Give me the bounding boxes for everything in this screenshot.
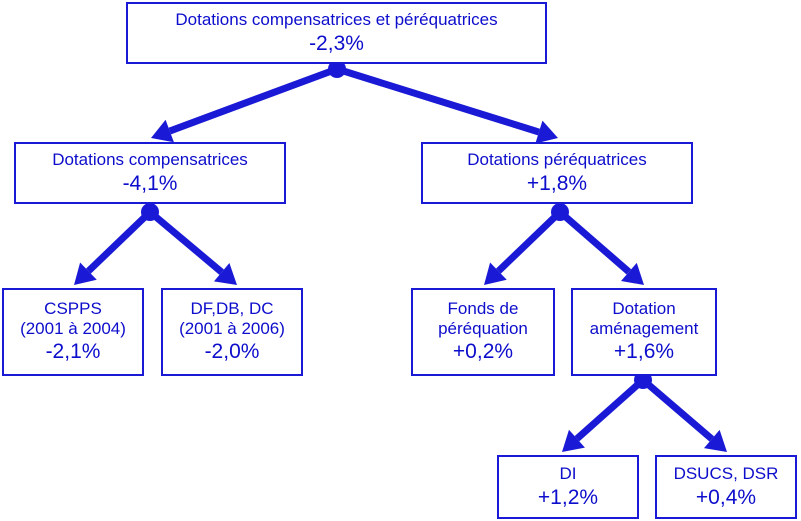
arrowhead-pereq-2 bbox=[621, 262, 644, 285]
connector-pereq-1 bbox=[495, 209, 563, 274]
node-pereq-label: Dotations péréquatrices bbox=[467, 150, 647, 170]
node-fonds-label: Fonds de bbox=[447, 299, 519, 319]
node-amen-label: Dotation bbox=[612, 299, 676, 319]
node-dfdb-period: (2001 à 2006) bbox=[179, 318, 285, 338]
node-comp-value: -4,1% bbox=[122, 171, 178, 195]
node-comp-label: Dotations compensatrices bbox=[52, 150, 248, 170]
node-cspps-label: CSPPS bbox=[44, 299, 102, 319]
node-dotations-compensatrices-et-perequatrices: Dotations compensatrices et péréquatrice… bbox=[126, 2, 547, 64]
node-df-db-dc: DF,DB, DC (2001 à 2006) -2,0% bbox=[161, 288, 303, 376]
arrowhead-amen-2 bbox=[704, 429, 727, 452]
arrowhead-comp-2 bbox=[213, 262, 237, 285]
node-pereq-value: +1,8% bbox=[526, 171, 588, 195]
branch-dot-root bbox=[328, 60, 346, 78]
connector-comp-1 bbox=[85, 209, 153, 274]
connector-pereq-2 bbox=[557, 209, 632, 275]
node-cspps-value: -2,1% bbox=[45, 340, 101, 364]
node-root-label: Dotations compensatrices et péréquatrice… bbox=[175, 10, 498, 30]
node-fonds-de-perequation: Fonds de péréquation +0,2% bbox=[411, 288, 555, 376]
node-dotations-perequatrices: Dotations péréquatrices +1,8% bbox=[421, 142, 693, 204]
arrowhead-root-1 bbox=[151, 119, 174, 143]
branch-dot-comp bbox=[141, 203, 159, 221]
connector-comp-2 bbox=[147, 209, 224, 275]
node-dsucs-value: +0,4% bbox=[695, 485, 757, 509]
arrowhead-amen-1 bbox=[562, 429, 585, 452]
node-cspps-period: (2001 à 2004) bbox=[20, 318, 126, 338]
node-di: DI +1,2% bbox=[497, 455, 639, 519]
node-dsucs-label: DSUCS, DSR bbox=[673, 464, 779, 484]
branch-dot-pereq bbox=[551, 203, 569, 221]
node-amen-value: +1,6% bbox=[613, 340, 675, 364]
node-dsucs-dsr: DSUCS, DSR +0,4% bbox=[655, 455, 797, 519]
node-dfdb-label: DF,DB, DC bbox=[190, 299, 274, 319]
node-cspps: CSPPS (2001 à 2004) -2,1% bbox=[2, 288, 144, 376]
arrowhead-root-2 bbox=[535, 120, 558, 144]
node-dotations-compensatrices: Dotations compensatrices -4,1% bbox=[14, 142, 286, 204]
node-di-value: +1,2% bbox=[537, 485, 599, 509]
node-dfdb-value: -2,0% bbox=[204, 340, 260, 364]
edges-layer bbox=[74, 60, 727, 452]
connector-root-2 bbox=[335, 65, 540, 136]
connector-amen-1 bbox=[574, 377, 646, 442]
node-fonds-label-line2: péréquation bbox=[438, 318, 528, 338]
connector-amen-2 bbox=[640, 377, 715, 442]
node-di-label: DI bbox=[559, 464, 577, 484]
node-fonds-value: +0,2% bbox=[452, 340, 514, 364]
connector-root-1 bbox=[168, 65, 339, 135]
arrowhead-pereq-1 bbox=[484, 262, 507, 285]
node-dotation-amenagement: Dotation aménagement +1,6% bbox=[571, 288, 717, 376]
node-root-value: -2,3% bbox=[309, 31, 364, 55]
node-amen-label-line2: aménagement bbox=[589, 318, 699, 338]
arrowhead-comp-1 bbox=[74, 262, 97, 285]
